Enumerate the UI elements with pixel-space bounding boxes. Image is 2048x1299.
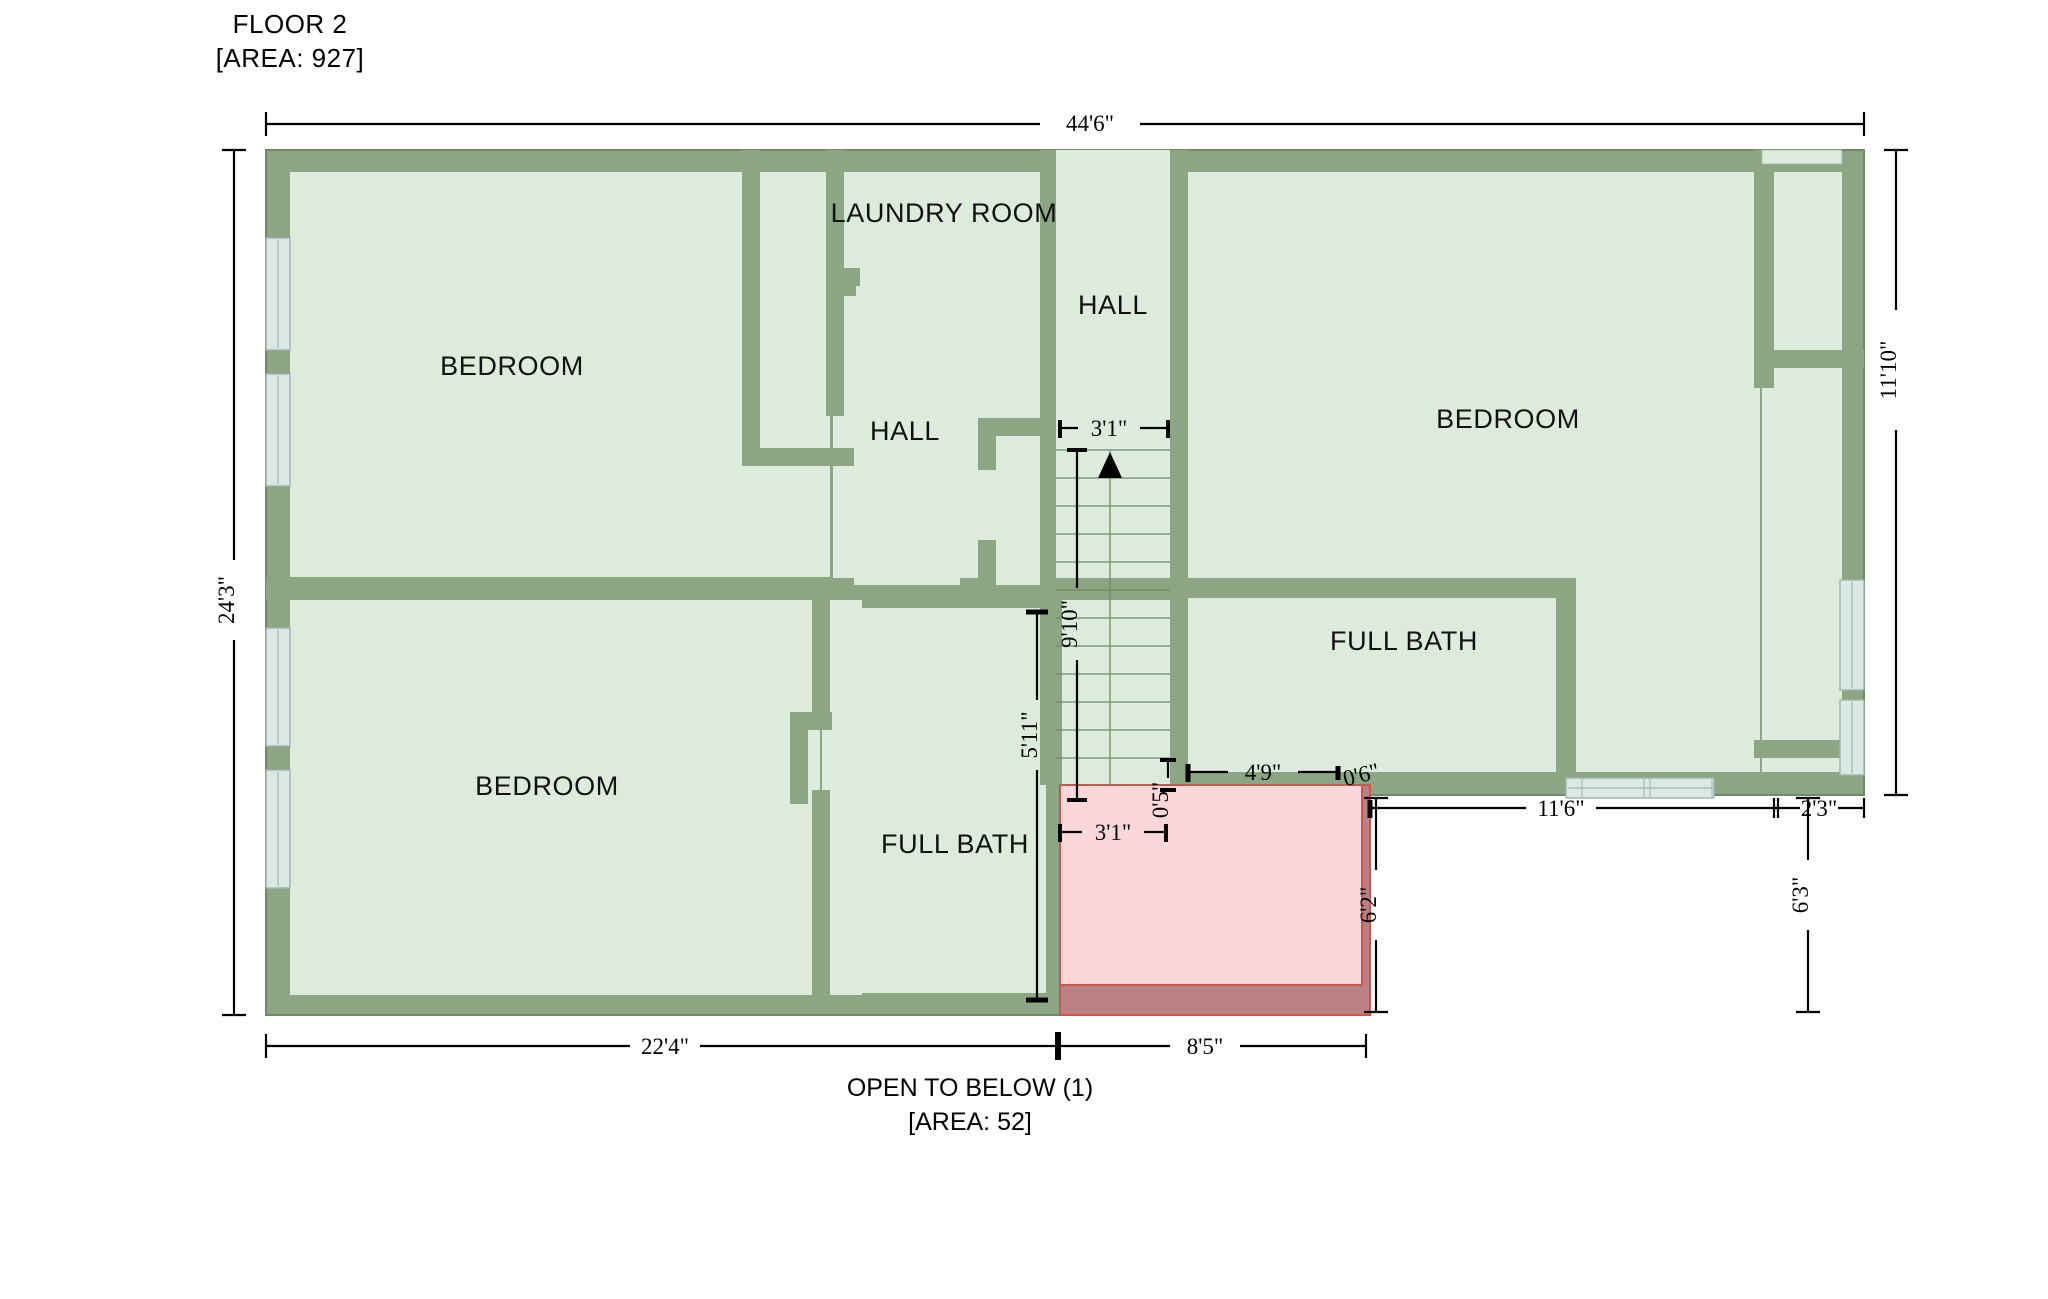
- dimension-lines: [222, 112, 1908, 1060]
- room-label-hall-center: HALL: [870, 416, 940, 446]
- room-labels: BEDROOM LAUNDRY ROOM HALL BEDROOM HALL F…: [440, 198, 1580, 859]
- dim-bath-run: 4'9": [1245, 760, 1282, 785]
- dim-stair-run: 9'10": [1057, 600, 1082, 648]
- dim-top-overall: 44'6": [1066, 111, 1114, 136]
- room-label-bedroom-top-left: BEDROOM: [440, 351, 584, 381]
- page-title: FLOOR 2: [232, 9, 348, 39]
- staircase: [1056, 449, 1170, 785]
- room-floor-fills: [290, 150, 1842, 995]
- dim-stair-offset: 0'5": [1148, 782, 1173, 819]
- dim-stair-width-bottom: 3'1": [1095, 820, 1132, 845]
- dim-right-upper: 11'10": [1876, 341, 1901, 400]
- dim-stair-width-top: 3'1": [1091, 416, 1128, 441]
- open-to-below-label: OPEN TO BELOW (1): [846, 1074, 1094, 1102]
- dim-left-overall: 24'3": [214, 576, 239, 624]
- room-label-full-bath-center: FULL BATH: [881, 829, 1029, 859]
- dim-bottom-right: 8'5": [1187, 1034, 1224, 1059]
- room-label-full-bath-right: FULL BATH: [1330, 626, 1478, 656]
- interior-walls: [266, 150, 1864, 998]
- dim-bath-left-height: 5'11": [1017, 711, 1042, 758]
- dim-right-lower: 6'3": [1788, 877, 1813, 914]
- dim-bottom-left: 22'4": [641, 1034, 689, 1059]
- dimension-labels: 44'6" 24'3" 11'10" 2'3" 6'3" 22'4" 8'5" …: [214, 111, 1901, 1059]
- dim-open-width: 11'6": [1537, 796, 1584, 821]
- room-label-laundry-room: LAUNDRY ROOM: [831, 198, 1058, 228]
- open-to-below-region: [1059, 784, 1371, 1016]
- dim-open-height: 6'2": [1356, 887, 1381, 924]
- dim-right-notch: 2'3": [1801, 796, 1838, 821]
- room-label-hall-upper-right: HALL: [1078, 290, 1148, 320]
- open-to-below-block: OPEN TO BELOW (1) [AREA: 52]: [760, 1072, 1180, 1140]
- floor-area-label: [AREA: 927]: [215, 42, 365, 73]
- windows: [265, 149, 1865, 889]
- floor-title-block: FLOOR 2 [AREA: 927]: [130, 8, 450, 76]
- open-to-below-area-label: [AREA: 52]: [908, 1107, 1032, 1136]
- room-label-bedroom-right: BEDROOM: [1436, 404, 1580, 434]
- room-label-bedroom-bottom-left: BEDROOM: [475, 771, 619, 801]
